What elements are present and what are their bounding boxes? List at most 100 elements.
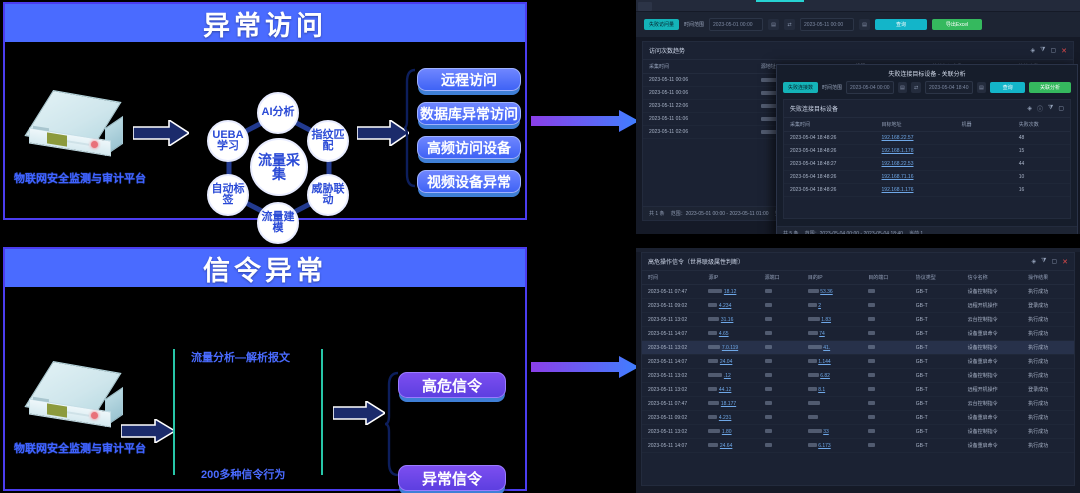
overlay-date-from-input[interactable]: 2023-05-04 00:00	[846, 81, 894, 94]
cell-dest-ip-value[interactable]: 1.83	[821, 316, 831, 323]
close-icon[interactable]: ✕	[1062, 258, 1068, 266]
cell-dest-ip-value[interactable]: 33	[823, 428, 829, 435]
cell-signal-name-value: 云台控制指令	[967, 317, 998, 323]
cell-source-port	[758, 354, 802, 369]
cell-source-ip-value[interactable]: 24.64	[719, 442, 733, 449]
cell-dest-ip-value[interactable]: 74	[819, 330, 825, 337]
cell-time: 2023-05-11 02:06	[643, 125, 755, 139]
overlay-date-to-input[interactable]: 2023-05-04 18:40	[925, 81, 973, 94]
cell-source-ip: 1.80	[702, 424, 759, 439]
window-icon[interactable]: ▢	[1050, 48, 1057, 54]
window-icon[interactable]: ▢	[1051, 259, 1058, 265]
swap-icon[interactable]: ⇄	[911, 82, 922, 93]
cell-source-ip-value[interactable]: 18.177	[720, 400, 737, 407]
cell-time-value: 2023-05-11 07:47	[648, 400, 688, 407]
th-time: 采集时间	[784, 118, 876, 132]
cell-source-ip-value[interactable]: 44.12	[718, 386, 732, 393]
cell-protocol: GB-T	[909, 284, 962, 299]
tag-icon[interactable]: ◈	[1031, 259, 1037, 265]
cell-source-ip-value[interactable]: 18.12	[723, 288, 737, 295]
overlay-footer-page[interactable]: 当前 1	[908, 231, 924, 234]
cell-dest-ip-value[interactable]: 53.36	[820, 288, 833, 295]
cell-source-ip-value[interactable]: 7.0.119	[721, 344, 739, 351]
dropdown-metric[interactable]: 失败访问量	[644, 19, 680, 30]
cell-protocol-value: GB-T	[915, 288, 928, 295]
cell-signal-name: 设备控制指令	[961, 340, 1023, 355]
calendar-icon[interactable]: ▤	[976, 82, 987, 93]
cell-source-ip-value[interactable]: 4.231	[718, 414, 732, 421]
filter-icon[interactable]: ⧩	[1047, 105, 1054, 111]
date-to-input[interactable]: 2023-05-11 00:00	[800, 18, 855, 31]
cell-dest-ip: 6.173	[801, 438, 863, 453]
filter-icon[interactable]: ⧩	[1040, 47, 1046, 53]
cell-protocol-value: GB-T	[915, 428, 928, 435]
cell-source-ip: .12	[702, 368, 759, 383]
cell-time: 2023-05-11 07:47	[642, 284, 703, 299]
output-pill-high-frequency-device[interactable]: 高频访问设备	[417, 136, 521, 159]
cell-dest-ip-value[interactable]: 8.1	[818, 386, 826, 393]
cell-addr-link[interactable]: 192.168.22.57	[881, 135, 914, 141]
cell-time: 2023-05-11 13:02	[642, 424, 703, 439]
close-icon[interactable]: ✕	[1061, 47, 1067, 55]
cell-protocol: GB-T	[909, 298, 962, 313]
swap-icon[interactable]: ⇄	[784, 19, 796, 30]
tag-icon[interactable]: ◈	[1030, 48, 1036, 54]
cell-addr-link[interactable]: 192.168.1.176	[881, 187, 914, 193]
overlay-dropdown-metric[interactable]: 失败连接数	[783, 82, 819, 93]
cell-dest-ip: 74	[801, 326, 863, 341]
cell-source-ip-value[interactable]: 1.80	[721, 428, 732, 435]
output-pill-db-abnormal-access[interactable]: 数据库异常访问	[417, 102, 521, 125]
output-pill-remote-access[interactable]: 远程访问	[417, 68, 521, 91]
output-pill-video-device-abnormal[interactable]: 视频设备异常	[417, 170, 521, 193]
cell-dest-ip-value[interactable]: 41.	[823, 344, 831, 351]
cell-addr-link[interactable]: 192.168.1.178	[881, 148, 914, 154]
tab-active-indicator[interactable]	[756, 0, 804, 2]
output-pill-high-risk-signal[interactable]: 高危信令	[398, 372, 506, 398]
search-button[interactable]: 查询	[875, 19, 928, 30]
cell-dest-ip-value[interactable]: 1.144	[818, 358, 831, 365]
cell-dest-ip: 8.1	[801, 382, 863, 397]
calendar-icon[interactable]: ▤	[897, 82, 908, 93]
info-icon[interactable]: ⓘ	[1036, 107, 1043, 113]
tab-chip[interactable]	[638, 2, 652, 11]
cell-dest-ip-value[interactable]: 6.173	[818, 442, 831, 449]
cell-protocol: GB-T	[909, 312, 962, 327]
cell-source-ip-value[interactable]: 31.16	[720, 316, 734, 323]
cell-source-ip-value[interactable]: 24.04	[719, 358, 733, 365]
output-pill-abnormal-signal[interactable]: 异常信令	[398, 465, 506, 491]
cell-source-ip-value[interactable]: 4.65	[718, 330, 729, 337]
window-icon[interactable]: ▢	[1058, 106, 1064, 112]
calendar-icon[interactable]: ▤	[768, 19, 780, 30]
overlay-search-button[interactable]: 查询	[990, 82, 1026, 93]
overlay-analyze-button[interactable]: 关联分析	[1029, 82, 1071, 93]
filter-icon[interactable]: ⧩	[1041, 258, 1047, 264]
cell-addr-link[interactable]: 192.168.22.53	[881, 161, 914, 167]
cell-dest-ip-value[interactable]: 6.82	[820, 372, 830, 379]
calendar-icon[interactable]: ▤	[859, 19, 871, 30]
export-button[interactable]: 导出Excel	[932, 19, 983, 30]
cell-dest-ip-value[interactable]: 2	[818, 302, 821, 309]
cell-source-ip-value[interactable]: 4.234	[718, 302, 732, 309]
tag-icon[interactable]: ◈	[1027, 106, 1032, 112]
cell-source-ip-value[interactable]: .12	[723, 372, 731, 379]
date-from-input[interactable]: 2023-05-01 00:00	[709, 18, 764, 31]
cell-addr-link[interactable]: 192.168.71.16	[881, 174, 914, 180]
node-traffic-collection: 流量采集	[250, 138, 308, 196]
